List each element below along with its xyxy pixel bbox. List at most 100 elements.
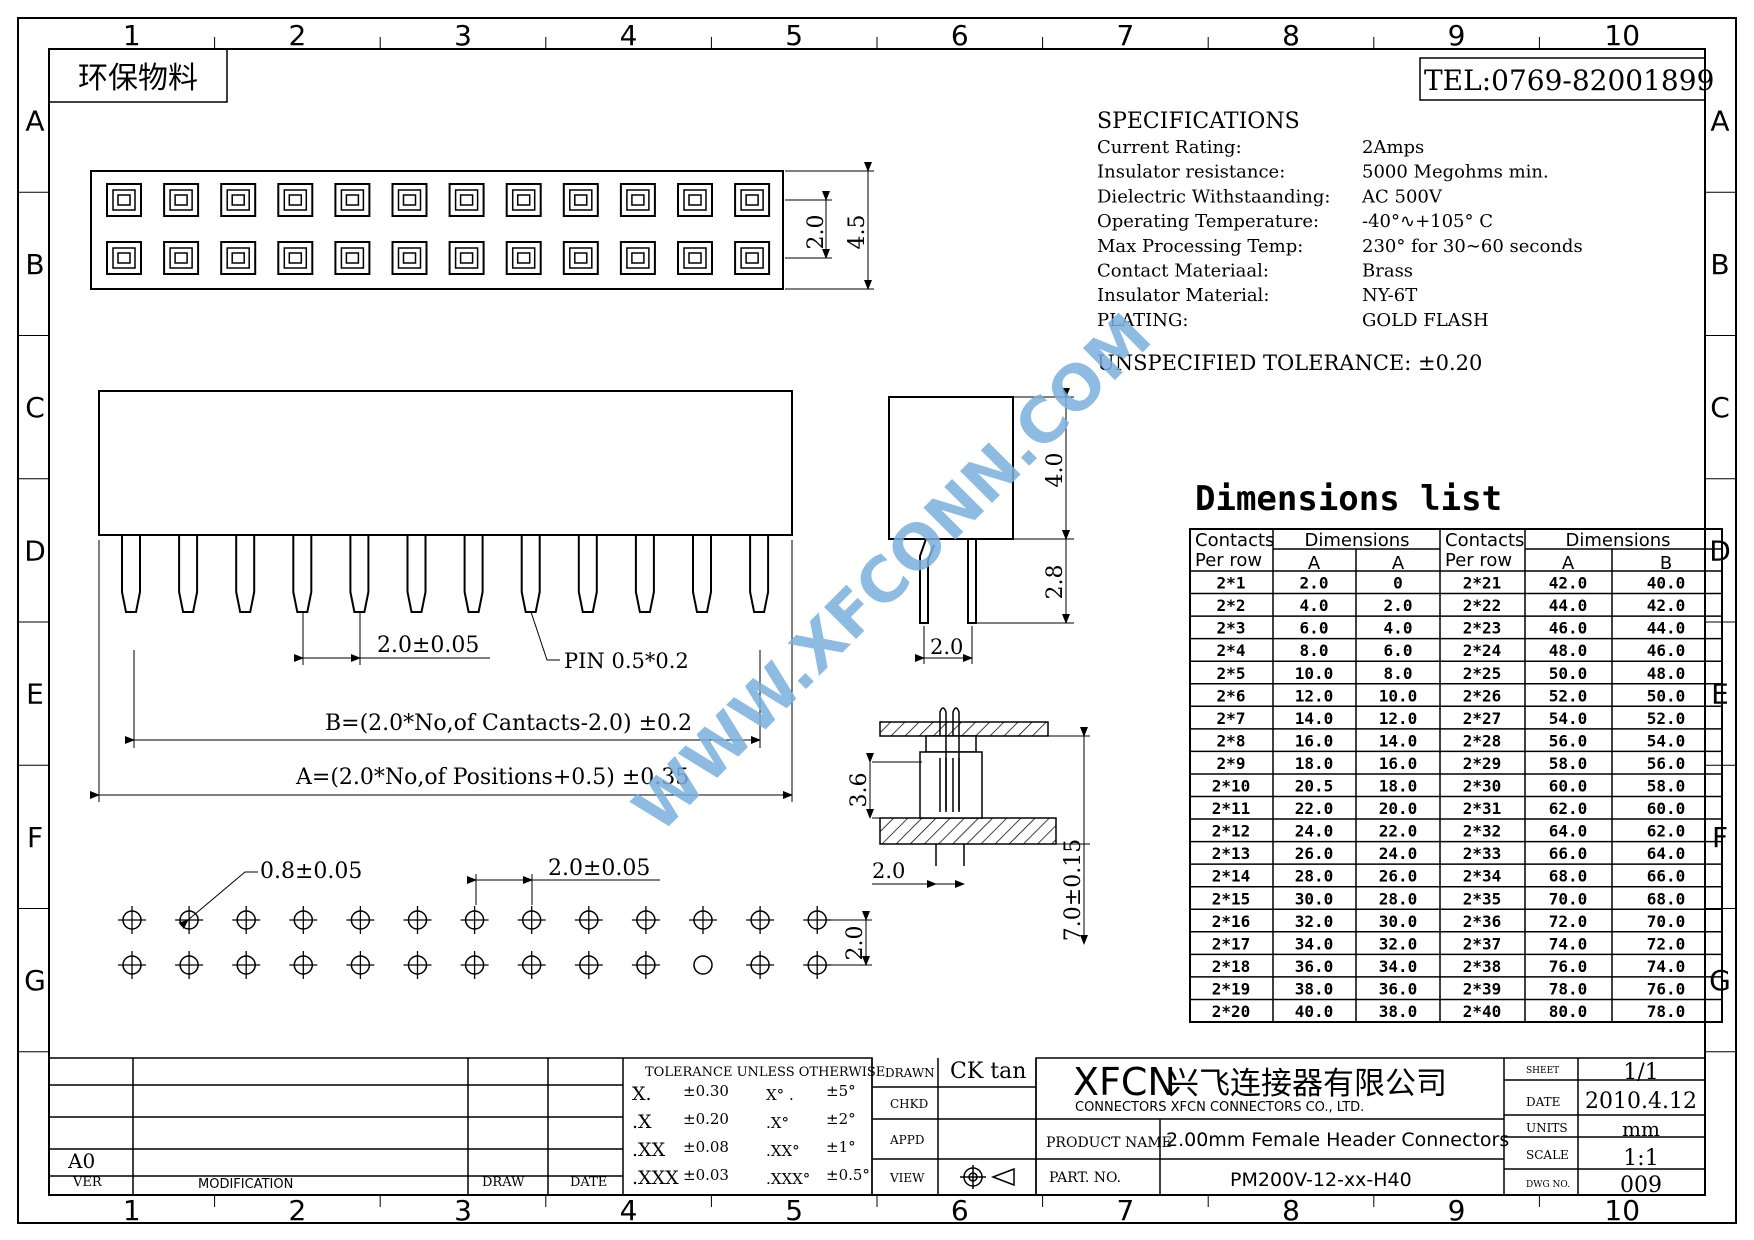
table-cell: 62.0 [1549,799,1588,818]
table-cell: 64.0 [1549,822,1588,841]
spec-value: NY-6T [1362,285,1417,306]
table-cell: 2*40 [1463,1002,1502,1021]
contact-pin [520,536,541,613]
table-cell: 20.0 [1379,799,1418,818]
row-label: C [25,391,45,424]
contact-cell [277,183,314,217]
spec-label: Operating Temperature: [1097,211,1319,232]
column-label: 10 [1604,19,1640,52]
tolerance-heading: TOLERANCE UNLESS OTHERWISE [645,1065,885,1080]
pcb-hole [574,951,603,979]
pcb-hole [118,951,146,979]
contact-pin [292,536,313,613]
column-label: 6 [951,1194,969,1227]
draw-label: DRAW [482,1175,525,1190]
contact-cell [334,241,371,275]
pcb-section-view: 3.6 7.0±0.15 2.0 [847,707,1090,945]
column-label: 7 [1116,1194,1134,1227]
part-no-label: PART. NO. [1049,1170,1121,1186]
contact-pin [235,536,256,613]
table-cell: 74.0 [1647,957,1686,976]
sheet-value: 1/1 [1623,1060,1658,1085]
table-cell: 66.0 [1647,867,1686,886]
dwg-value: 009 [1620,1173,1662,1198]
table-cell: 2*27 [1463,709,1502,728]
scale-value: 1:1 [1623,1146,1658,1171]
contact-cell [619,183,656,217]
angle-key: .X° [766,1114,789,1132]
pcb-hole [746,906,775,934]
contact-cell [334,183,371,217]
contact-cell [562,241,599,275]
side-height-dim: 4.0 [1043,453,1068,488]
top-view-body [90,170,784,290]
contact-pin [577,536,598,613]
table-cell: 6.0 [1384,641,1413,660]
column-label: 9 [1448,1194,1466,1227]
upper-board [879,721,1049,737]
table-cell: 4.0 [1384,619,1413,638]
contact-cell [677,241,713,275]
row-label: A [25,105,44,138]
tolerance-row: .XXX±0.03.XXX°±0.5° [632,1166,870,1189]
table-cell: 2*11 [1212,799,1251,818]
pcb-hole [289,951,318,979]
table-cell: 44.0 [1549,596,1588,615]
tolerance-value: ±0.03 [683,1166,729,1184]
table-cell: 26.0 [1295,844,1334,863]
table-cell: 10.0 [1379,686,1418,705]
table-cell: 2*9 [1217,754,1246,773]
top-height-dim: 4.5 [845,215,870,250]
table-cell: 34.0 [1295,934,1334,953]
column-label: 4 [620,19,638,52]
spec-label: Contact Materiaal: [1097,261,1269,282]
table-cell: 2*21 [1463,574,1502,593]
contact-pin [349,536,370,613]
table-cell: 2*32 [1463,822,1502,841]
pcb-pitch-dim: 2.0 [872,859,905,883]
table-cell: 2*37 [1463,934,1502,953]
spec-value: 5000 Megohms min. [1362,162,1549,183]
row-label: B [25,248,44,281]
table-cell: 2*24 [1463,641,1502,660]
contact-pin [121,536,141,613]
column-label: 4 [620,1194,638,1227]
table-cell: 32.0 [1379,934,1418,953]
contact-pin [463,536,484,613]
spec-value: Brass [1362,261,1413,282]
spec-label: Current Rating: [1097,137,1242,158]
company-name-cn: 兴飞连接器有限公司 [1168,1066,1447,1102]
table-cell: 56.0 [1549,731,1588,750]
front-view: 2.0±0.05 PIN 0.5*0.2 B=(2.0*No,of Cantac… [90,390,793,802]
pcb-hole [460,951,489,979]
table-cell: 2*20 [1212,1002,1251,1021]
table-cell: 20.5 [1295,777,1334,796]
table-cell: 14.0 [1379,731,1418,750]
table-cell: 46.0 [1647,641,1686,660]
contact-cell [505,241,542,275]
contact-cell [505,183,542,217]
table-cell: 28.0 [1379,889,1418,908]
date-value: 2010.4.12 [1585,1089,1697,1114]
table-cell: 50.0 [1647,686,1686,705]
table-cell: 14.0 [1295,709,1334,728]
pcb-hole [118,906,146,934]
spec-tolerance: UNSPECIFIED TOLERANCE: ±0.20 [1097,351,1482,375]
spec-label: Dielectric Withstaanding: [1097,186,1330,207]
top-view-contacts [106,183,771,275]
table-header: Contacts [1445,530,1524,551]
table-cell: 54.0 [1647,731,1686,750]
table-cell: 62.0 [1647,822,1686,841]
table-cell: 2*38 [1463,957,1502,976]
front-view-pins [121,536,770,613]
table-cell: 2*19 [1212,979,1251,998]
spec-heading: SPECIFICATIONS [1097,109,1300,134]
spec-label: Insulator resistance: [1097,162,1285,183]
table-cell: 2*10 [1212,777,1251,796]
